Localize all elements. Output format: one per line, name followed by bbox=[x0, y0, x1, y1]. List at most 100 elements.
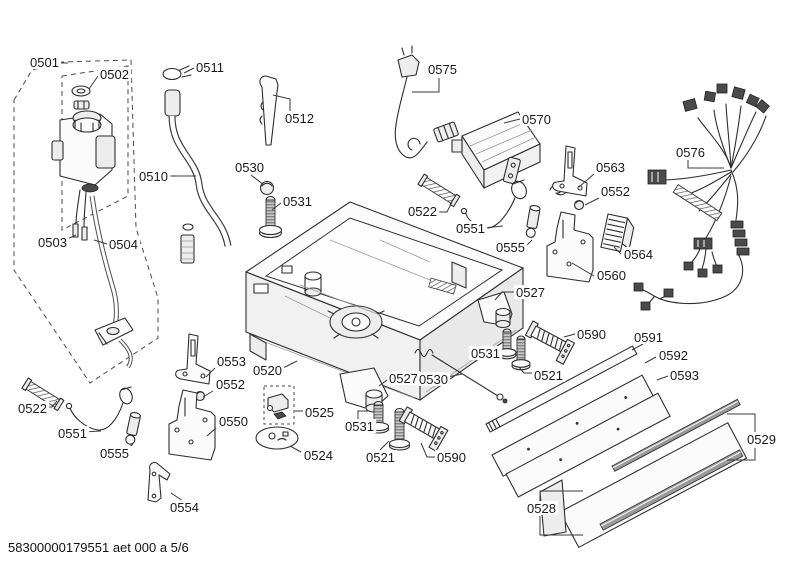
part-label-0527: 0527 bbox=[516, 285, 545, 300]
part-label-0530: 0530 bbox=[419, 372, 448, 387]
label-background bbox=[575, 327, 609, 341]
leader-line-0564 bbox=[613, 246, 622, 255]
leader-line-0554 bbox=[170, 492, 184, 502]
label-background bbox=[98, 67, 132, 81]
label-background bbox=[622, 247, 656, 261]
part-label-0521: 0521 bbox=[366, 450, 395, 465]
part-label-0555: 0555 bbox=[496, 240, 525, 255]
label-background bbox=[668, 368, 702, 382]
label-background bbox=[16, 401, 50, 415]
part-0527-foot bbox=[477, 291, 513, 329]
label-background bbox=[137, 169, 171, 183]
part-0564-terminal-block bbox=[600, 213, 635, 252]
part-0511-hose-clamp bbox=[162, 65, 192, 81]
label-background bbox=[28, 55, 62, 69]
footer-code: 58300000179551 aet 000 a 5/6 bbox=[8, 540, 189, 555]
leader-line-0531 bbox=[357, 410, 369, 420]
part-0552-nut bbox=[573, 199, 585, 211]
leader-line-0529 bbox=[727, 413, 756, 432]
label-background bbox=[387, 371, 421, 385]
leader-line-0576 bbox=[687, 160, 724, 169]
label-background bbox=[674, 145, 708, 159]
part-label-0550: 0550 bbox=[219, 414, 248, 429]
leader-line-0553 bbox=[205, 367, 216, 378]
part-label-0511: 0511 bbox=[196, 60, 224, 75]
part-label-0529: 0529 bbox=[747, 432, 776, 447]
part-0522-strip bbox=[21, 377, 65, 412]
label-background bbox=[417, 372, 451, 386]
part-label-0503: 0503 bbox=[38, 235, 67, 250]
part-label-0552: 0552 bbox=[601, 184, 630, 199]
part-label-0553: 0553 bbox=[217, 354, 246, 369]
part-label-0590: 0590 bbox=[437, 450, 466, 465]
part-label-0530: 0530 bbox=[235, 160, 264, 175]
part-0512-hose-holder bbox=[259, 75, 279, 146]
label-background bbox=[56, 426, 90, 440]
leader-line-0524 bbox=[289, 445, 302, 453]
label-background bbox=[303, 405, 337, 419]
part-0504-outlet-tube bbox=[89, 195, 134, 369]
part-0554-bracket bbox=[147, 461, 171, 503]
label-background bbox=[283, 111, 317, 125]
label-background bbox=[251, 363, 285, 377]
label-background bbox=[302, 448, 336, 462]
part-0560-bracket-plate bbox=[546, 211, 594, 283]
part-0593-panel bbox=[505, 392, 671, 498]
part-0570-control-module bbox=[451, 111, 567, 196]
leader-line-0590 bbox=[563, 333, 576, 338]
part-label-0555: 0555 bbox=[100, 446, 129, 461]
label-background bbox=[435, 450, 469, 464]
part-0576-cable-harness bbox=[633, 83, 770, 311]
part-label-0504: 0504 bbox=[109, 237, 138, 252]
leader-line-0511 bbox=[183, 67, 195, 74]
part-0555-mounting-post bbox=[125, 412, 141, 445]
part-label-0522: 0522 bbox=[18, 401, 47, 416]
label-background bbox=[494, 240, 528, 254]
part-0529-trim-strip bbox=[599, 449, 744, 531]
part-0551-sensor-cable bbox=[65, 386, 133, 431]
label-background bbox=[343, 419, 377, 433]
part-label-0575: 0575 bbox=[428, 62, 457, 77]
label-background bbox=[520, 112, 554, 126]
part-label-0564: 0564 bbox=[624, 247, 653, 262]
leader-line-0528 bbox=[539, 490, 583, 502]
label-background bbox=[281, 194, 315, 208]
label-background bbox=[595, 268, 629, 282]
label-background bbox=[532, 368, 566, 382]
leader-line-0550 bbox=[206, 427, 217, 437]
leader-line-0563 bbox=[578, 173, 595, 188]
label-background bbox=[107, 237, 141, 251]
label-background bbox=[233, 160, 267, 174]
part-label-0528: 0528 bbox=[527, 501, 556, 516]
leader-line-0521 bbox=[518, 366, 532, 374]
label-background bbox=[525, 501, 559, 515]
part-0530-rod bbox=[414, 348, 508, 404]
part-0590-vent-grille bbox=[398, 406, 449, 452]
part-0531-screw bbox=[497, 328, 517, 360]
part-label-0512: 0512 bbox=[285, 111, 314, 126]
part-0510-supply-hose bbox=[164, 89, 232, 264]
part-0555-mounting-post bbox=[525, 205, 541, 238]
part-label-0527: 0527 bbox=[389, 371, 418, 386]
part-0501-inlet-valve bbox=[51, 85, 116, 241]
leader-line-0593 bbox=[656, 375, 669, 381]
part-label-0531: 0531 bbox=[345, 419, 374, 434]
leader-line-0522 bbox=[436, 201, 453, 213]
label-background bbox=[406, 204, 440, 218]
part-label-0590: 0590 bbox=[577, 327, 606, 342]
leader-line-0575 bbox=[412, 78, 440, 93]
part-0521-screw bbox=[511, 335, 531, 371]
part-label-0521: 0521 bbox=[534, 368, 563, 383]
part-label-0501: 0501 bbox=[30, 55, 59, 70]
leader-line-0531 bbox=[271, 202, 282, 211]
leader-line-0592 bbox=[644, 356, 657, 364]
part-label-0563: 0563 bbox=[596, 160, 625, 175]
part-label-0502: 0502 bbox=[100, 67, 129, 82]
part-0525-switch bbox=[263, 385, 295, 425]
leader-line-0552 bbox=[584, 197, 600, 206]
part-label-0554: 0554 bbox=[170, 500, 199, 515]
label-background bbox=[745, 432, 779, 446]
